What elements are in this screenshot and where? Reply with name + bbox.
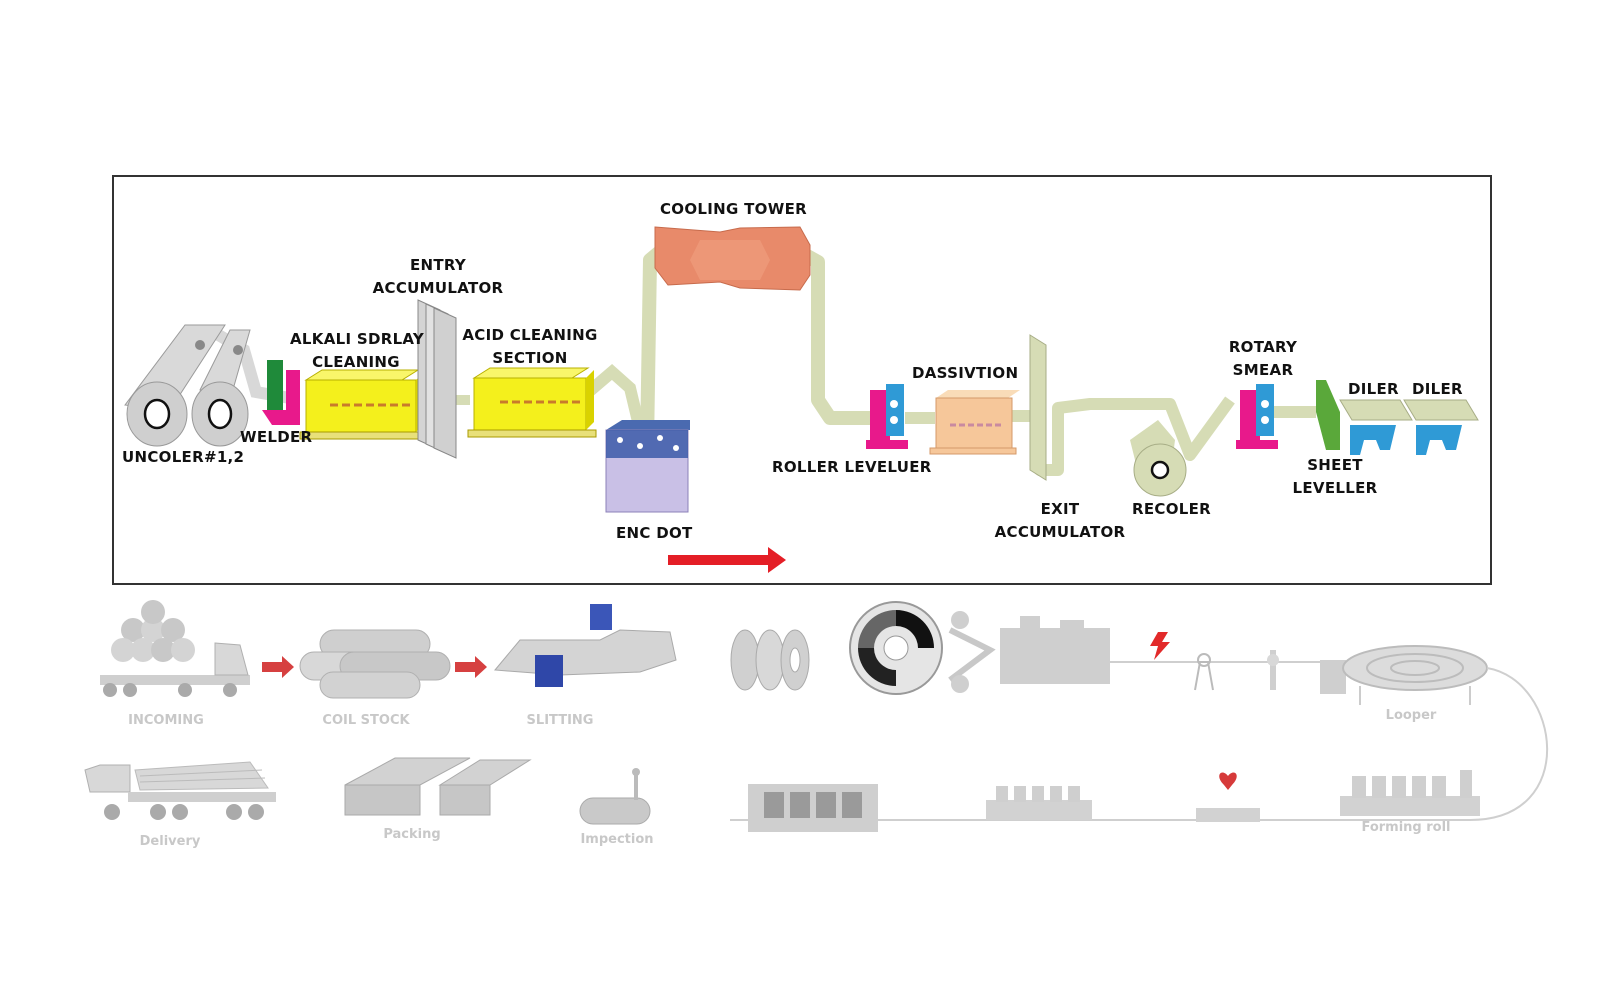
tube-return-curve bbox=[1469, 667, 1548, 821]
label-acid-line-1: ACID CLEANING bbox=[462, 326, 598, 344]
flow-direction-arrow bbox=[668, 547, 786, 573]
label-packing: Packing bbox=[383, 827, 441, 842]
support-stand-icon bbox=[1194, 653, 1214, 691]
straightener-machine-icon bbox=[948, 611, 1110, 693]
flying-saw-icon bbox=[748, 784, 878, 832]
label-sheet-line-1: SHEET bbox=[1307, 456, 1363, 474]
label-entry-line-2: ACCUMULATOR bbox=[372, 279, 504, 297]
acid-cleaning-tank bbox=[467, 367, 597, 438]
welder-icon bbox=[262, 360, 300, 425]
incoming-truck-icon bbox=[100, 600, 250, 697]
oiler-1-icon bbox=[1339, 399, 1413, 455]
label-recoiler: RECOLER bbox=[1132, 500, 1212, 518]
looper-icon bbox=[1320, 645, 1488, 705]
zinc-pot-icon bbox=[605, 420, 690, 513]
label-entry-accumulator: ENTRY ACCUMULATOR bbox=[372, 254, 504, 300]
uncoiler-icon bbox=[124, 324, 251, 447]
slitting-icon bbox=[493, 604, 677, 687]
oiler-2-icon bbox=[1403, 399, 1479, 455]
label-exit-accumulator: EXIT ACCUMULATOR bbox=[992, 498, 1128, 544]
label-zinc-pot: ENC DOT bbox=[616, 524, 693, 542]
label-delivery: Delivery bbox=[139, 834, 201, 849]
label-exit-line-1: EXIT bbox=[1040, 500, 1080, 518]
passivation-tank bbox=[929, 390, 1020, 455]
rotary-shear-icon bbox=[1236, 384, 1278, 449]
label-alkali-line-2: CLEANING bbox=[312, 353, 400, 371]
label-cooling-tower: COOLING TOWER bbox=[660, 200, 807, 218]
label-rotary-line-1: ROTARY bbox=[1228, 338, 1298, 356]
strip-reel-icon bbox=[730, 629, 810, 691]
label-looper: Looper bbox=[1385, 708, 1437, 723]
label-slitting: SLITTING bbox=[526, 713, 594, 728]
welding-spark-icon bbox=[1150, 632, 1170, 660]
alkali-cleaning-tank bbox=[299, 369, 426, 440]
packing-bundle-icon bbox=[344, 757, 532, 816]
roller-leveller-icon bbox=[866, 384, 908, 449]
label-acid-cleaning: ACID CLEANING SECTION bbox=[462, 324, 598, 370]
label-inspection: Impection bbox=[580, 832, 654, 847]
entry-accumulator-icon bbox=[417, 299, 457, 459]
label-sheet-leveller: SHEET LEVELLER bbox=[1286, 454, 1384, 500]
label-coil-stock: COIL STOCK bbox=[322, 713, 410, 728]
cooling-tower-icon bbox=[654, 226, 811, 291]
process-arrow-2 bbox=[455, 656, 487, 678]
label-passivation: DASSIVTION bbox=[912, 364, 1019, 382]
forming-roll-icon bbox=[1340, 770, 1480, 816]
accumulator-wheel-icon bbox=[849, 601, 943, 695]
cutter-icon bbox=[1267, 650, 1279, 690]
label-welder: WELDER bbox=[240, 428, 313, 446]
label-rotary-line-2: SMEAR bbox=[1232, 361, 1294, 379]
delivery-truck-icon bbox=[84, 761, 276, 820]
label-alkali-cleaning: ALKALI SDRLAY CLEANING bbox=[290, 328, 425, 374]
label-uncoiler: UNCOLER#1,2 bbox=[122, 448, 245, 466]
exit-accumulator-icon bbox=[1029, 334, 1047, 481]
label-forming-roll: Forming roll bbox=[1361, 820, 1451, 835]
process-arrow-1 bbox=[262, 656, 294, 678]
recoiler-icon bbox=[1130, 420, 1187, 497]
label-oiler-1: DILER bbox=[1348, 380, 1399, 398]
label-rotary-shear: ROTARY SMEAR bbox=[1218, 336, 1308, 382]
label-sheet-line-2: LEVELLER bbox=[1292, 479, 1378, 497]
label-roller-leveller: ROLLER LEVELUER bbox=[772, 458, 932, 476]
sizing-roll-icon bbox=[986, 786, 1092, 820]
label-entry-line-1: ENTRY bbox=[409, 256, 467, 274]
label-alkali-line-1: ALKALI SDRLAY bbox=[290, 330, 425, 348]
induction-welder-icon bbox=[1196, 772, 1260, 822]
label-exit-line-2: ACCUMULATOR bbox=[994, 523, 1126, 541]
label-incoming: INCOMING bbox=[128, 713, 204, 728]
coil-stock-icon bbox=[299, 629, 451, 699]
sheet-leveller-icon bbox=[1316, 380, 1340, 450]
inspection-pipe-icon bbox=[579, 768, 651, 825]
label-acid-line-2: SECTION bbox=[492, 349, 568, 367]
label-oiler-2: DILER bbox=[1412, 380, 1463, 398]
